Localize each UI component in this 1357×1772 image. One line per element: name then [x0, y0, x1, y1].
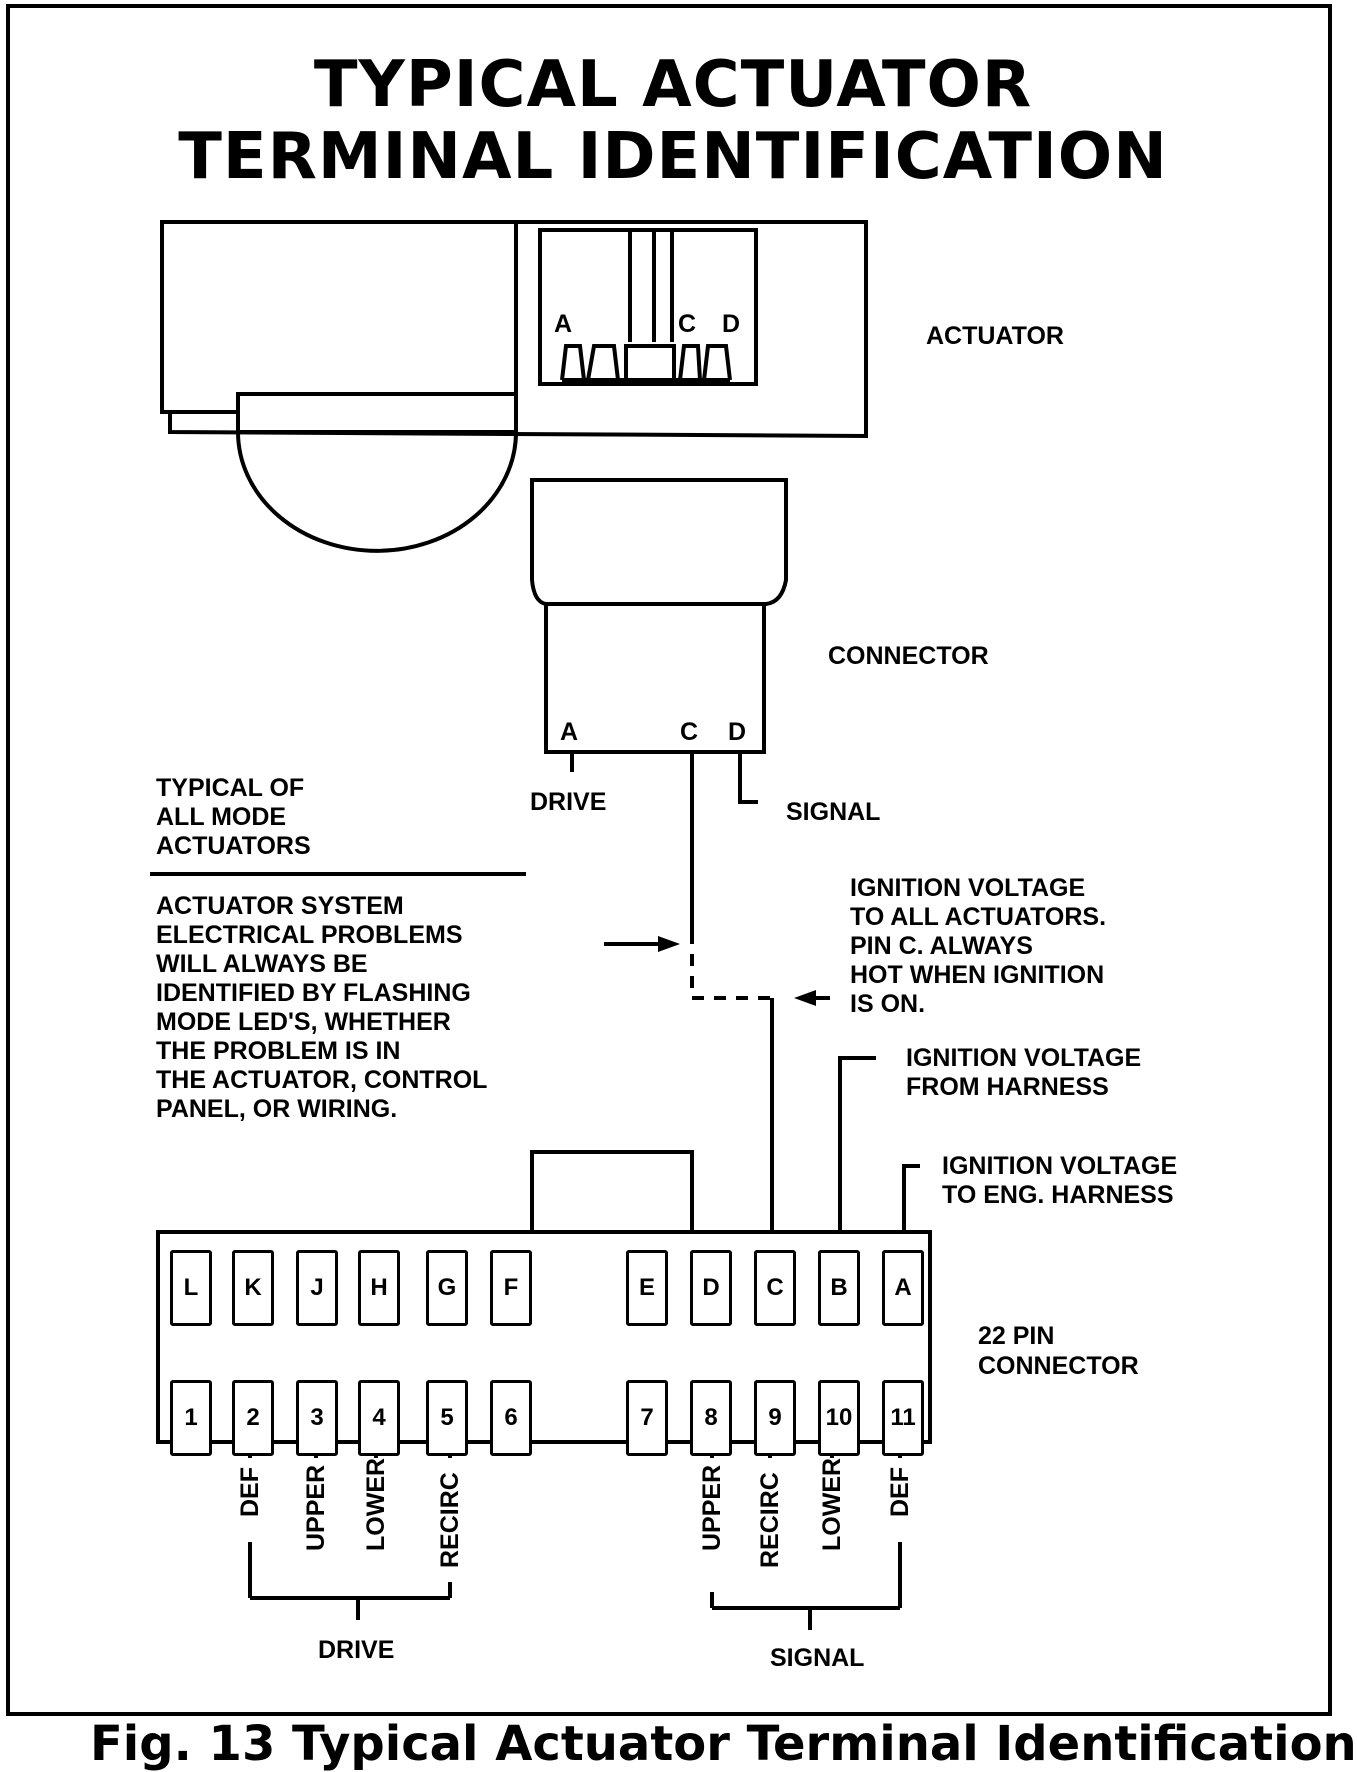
signal-lead-def: DEF: [886, 1467, 914, 1517]
diagram-frame: TYPICAL ACTUATOR TERMINAL IDENTIFICATION: [6, 4, 1332, 1716]
typical-note: TYPICAL OF ALL MODE ACTUATORS: [156, 774, 311, 860]
ignition-eng-note: IGNITION VOLTAGE TO ENG. HARNESS: [942, 1152, 1178, 1209]
actuator-slide: [236, 392, 518, 434]
pin-top-e: E: [626, 1250, 668, 1326]
pin-top-k: K: [232, 1250, 274, 1326]
pin-top-b: B: [818, 1250, 860, 1326]
pin-top-g: G: [426, 1250, 468, 1326]
pin-bottom-9: 9: [754, 1380, 796, 1456]
pin-bottom-1: 1: [170, 1380, 212, 1456]
drive-lead-def: DEF: [236, 1467, 264, 1517]
pin-top-c: C: [754, 1250, 796, 1326]
drive-lead-upper: UPPER: [302, 1464, 330, 1551]
title-line-1: TYPICAL ACTUATOR: [313, 48, 1033, 122]
connector-terminal-a: A: [560, 718, 579, 746]
pin-bottom-8: 8: [690, 1380, 732, 1456]
ignition-all-note: IGNITION VOLTAGE TO ALL ACTUATORS. PIN C…: [850, 874, 1107, 1018]
actuator-dome: [236, 431, 518, 553]
pin-top-h: H: [358, 1250, 400, 1326]
ignition-harness-note: IGNITION VOLTAGE FROM HARNESS: [906, 1044, 1142, 1101]
drive-wire-label: DRIVE: [530, 788, 607, 816]
signal-wire-label: SIGNAL: [786, 798, 881, 826]
pin-bottom-2: 2: [232, 1380, 274, 1456]
actuator-terminal-d: D: [722, 310, 741, 338]
signal-lead-upper: UPPER: [698, 1464, 726, 1551]
connector-terminal-d: D: [728, 718, 747, 746]
signal-group-label: SIGNAL: [770, 1644, 865, 1672]
pin-top-l: L: [170, 1250, 212, 1326]
problems-note: ACTUATOR SYSTEM ELECTRICAL PROBLEMS WILL…: [156, 892, 488, 1123]
actuator-terminal-c: C: [678, 310, 697, 338]
pin-top-f: F: [490, 1250, 532, 1326]
drive-group-label: DRIVE: [318, 1636, 395, 1664]
pin-bottom-4: 4: [358, 1380, 400, 1456]
connector-head: [530, 478, 788, 606]
pin-bottom-5: 5: [426, 1380, 468, 1456]
connector-terminal-c: C: [680, 718, 699, 746]
signal-lead-lower: LOWER: [818, 1457, 846, 1551]
actuator-label: ACTUATOR: [926, 322, 1064, 350]
pin-bottom-3: 3: [296, 1380, 338, 1456]
pin-bottom-11: 11: [882, 1380, 924, 1456]
connector-label: CONNECTOR: [828, 642, 989, 670]
pin-top-j: J: [296, 1250, 338, 1326]
wiring-drawing: [150, 220, 932, 1630]
pin-bottom-6: 6: [490, 1380, 532, 1456]
actuator-terminal-a: A: [554, 310, 573, 338]
drive-lead-lower: LOWER: [362, 1457, 390, 1551]
title-line-2: TERMINAL IDENTIFICATION: [178, 120, 1168, 194]
signal-lead-recirc: RECIRC: [756, 1472, 784, 1568]
pin-connector-body: [156, 1230, 932, 1444]
pin-top-a: A: [882, 1250, 924, 1326]
figure-caption: Fig. 13 Typical Actuator Terminal Identi…: [90, 1716, 1357, 1772]
pin-connector-housing: [530, 1150, 694, 1234]
pin-bottom-10: 10: [818, 1380, 860, 1456]
pin-top-d: D: [690, 1250, 732, 1326]
drive-lead-recirc: RECIRC: [436, 1472, 464, 1568]
actuator-terminal-housing: [538, 228, 758, 386]
pin-bottom-7: 7: [626, 1380, 668, 1456]
pin22-label-2: CONNECTOR: [978, 1352, 1139, 1380]
pin22-label-1: 22 PIN: [978, 1322, 1055, 1350]
connector-body: [544, 602, 766, 754]
